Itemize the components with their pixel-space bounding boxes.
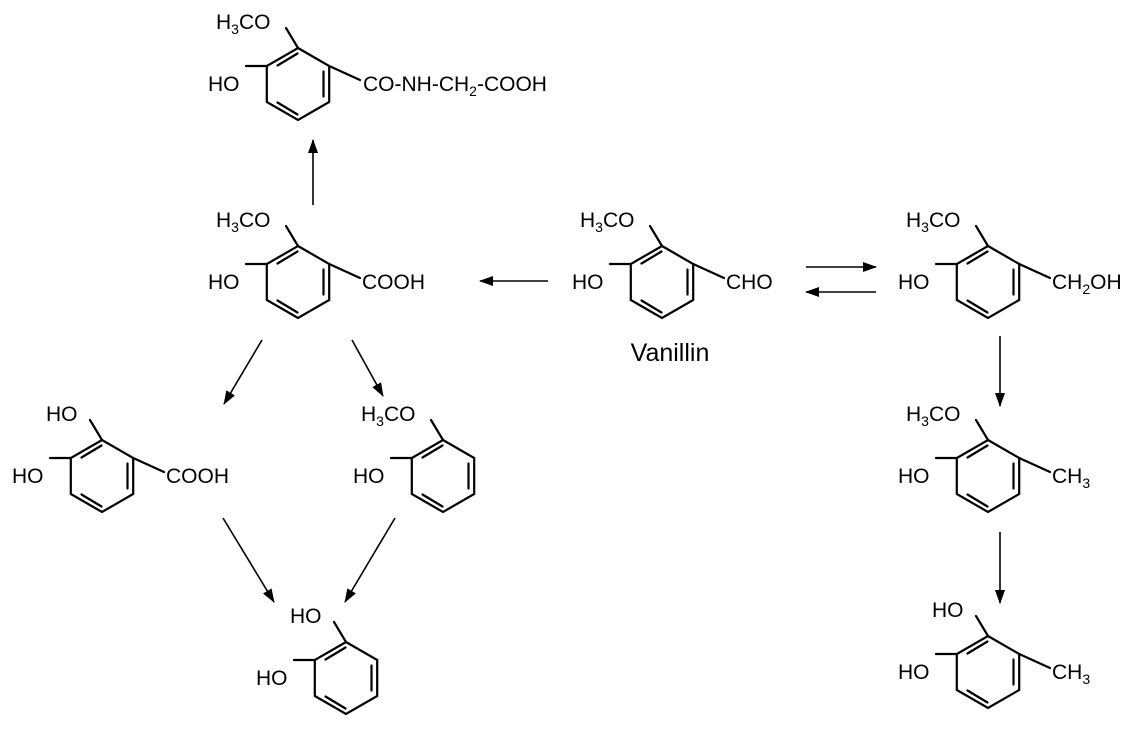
label-h3co: H3CO <box>216 11 270 37</box>
arrow-vanillic-acid-to-protocatechuic-acid <box>223 339 263 405</box>
structure-guaiacol: H3CO HO <box>353 403 476 514</box>
label-ho: HO <box>898 465 930 488</box>
structure-catechol: HO HO <box>256 605 379 716</box>
label-h3co: H3CO <box>361 403 415 429</box>
label-ch3: CH3 <box>1052 465 1090 491</box>
label-glycine-chain: CO-NH-CH2-COOH <box>363 73 547 99</box>
label-ho: HO <box>46 403 78 426</box>
label-ho: HO <box>572 271 604 294</box>
label-ho: HO <box>898 661 930 684</box>
label-ho: HO <box>256 667 288 690</box>
structure-vanillin: H3CO HO CHO <box>572 209 773 320</box>
label-cho: CHO <box>726 271 773 294</box>
label-h3co: H3CO <box>906 209 960 235</box>
label-ho: HO <box>208 271 240 294</box>
label-ch3: CH3 <box>1052 661 1090 687</box>
label-cooh: COOH <box>362 271 425 294</box>
arrow-protocatechuic-acid-to-catechol <box>222 517 275 603</box>
structure-creosol: H3CO HO CH3 <box>898 403 1090 514</box>
structure-vanillic-acid: H3CO HO COOH <box>208 209 425 320</box>
label-ho: HO <box>898 271 930 294</box>
arrow-guaiacol-to-catechol <box>344 517 396 603</box>
label-h3co: H3CO <box>580 209 634 235</box>
label-ho: HO <box>290 605 322 628</box>
structure-methylcatechol: HO HO CH3 <box>898 599 1090 710</box>
label-ho: HO <box>12 465 44 488</box>
caption-vanillin: Vanillin <box>631 339 710 367</box>
label-ho: HO <box>353 465 385 488</box>
structure-vanillyl-alcohol: H3CO HO CH2OH <box>898 209 1122 320</box>
structure-protocatechuic-acid: HO HO COOH <box>12 403 229 514</box>
arrow-vanillic-acid-to-guaiacol <box>351 339 384 397</box>
label-cooh: COOH <box>166 465 229 488</box>
label-h3co: H3CO <box>906 403 960 429</box>
label-ho: HO <box>932 599 964 622</box>
label-ch2oh: CH2OH <box>1052 271 1122 297</box>
structure-vanillyl-glycine: H3CO HO CO-NH-CH2-COOH <box>208 11 547 122</box>
label-ho: HO <box>208 73 240 96</box>
label-h3co: H3CO <box>216 209 270 235</box>
